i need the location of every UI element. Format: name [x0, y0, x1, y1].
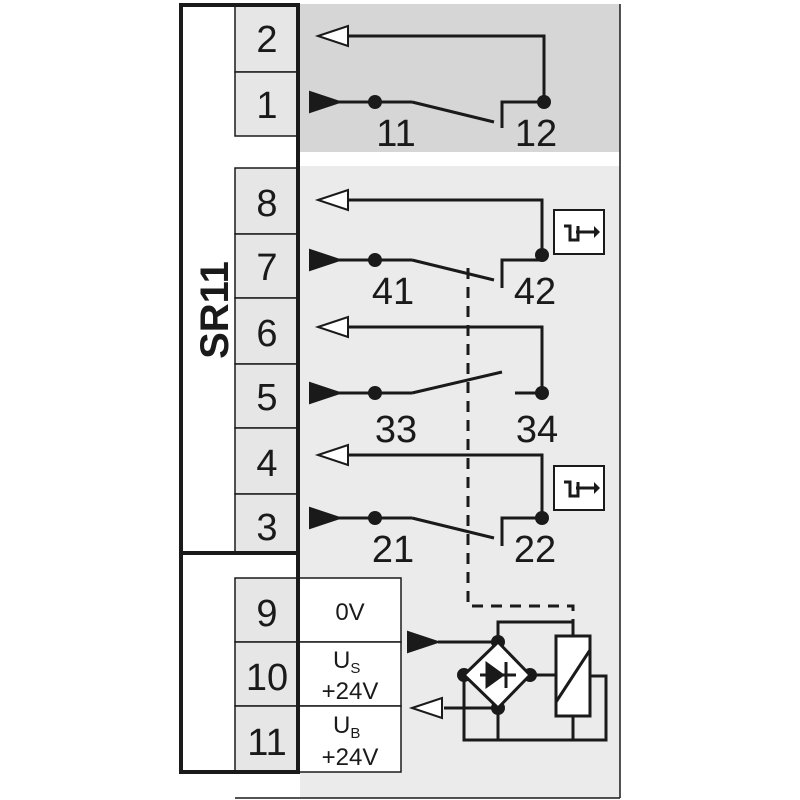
supply-module-frame: [179, 551, 300, 774]
contact-34-label: 34: [516, 409, 558, 451]
dot-34: [535, 386, 549, 400]
terminal-11-label: 11: [247, 722, 286, 764]
terminal-block-middle: [234, 167, 300, 555]
supply-0v-label: 0V: [335, 599, 364, 626]
contact-11-label: 11: [376, 113, 415, 155]
mechanical-link: [466, 268, 575, 622]
terminal-box-1: [234, 71, 300, 137]
contact-41-label: 41: [372, 271, 414, 313]
dot-41: [368, 253, 382, 267]
label-box-11: [298, 705, 402, 773]
arrow-terminal-6: [314, 315, 349, 339]
terminal-5-label: 5: [256, 377, 277, 419]
terminal-box-2: [234, 3, 300, 73]
contact-33-label: 33: [375, 409, 417, 451]
arrow-terminal-4: [314, 443, 349, 467]
supply-ub-voltage: +24V: [322, 744, 379, 771]
terminal-4-label: 4: [256, 443, 277, 485]
dot-21: [368, 511, 382, 525]
terminal-box-3: [234, 493, 300, 555]
dot-33: [368, 386, 382, 400]
contact-21-label: 21: [372, 529, 414, 571]
arrow-terminal-2: [314, 24, 349, 48]
upper-contact-panel: [300, 4, 620, 152]
supply-ub-label: UB: [333, 712, 360, 742]
arrow-terminal-3: [309, 506, 344, 530]
contact-stop-12: [500, 100, 544, 128]
switch-blade-41-42: [411, 258, 495, 282]
terminal-box-11: [234, 705, 300, 773]
wire-terminal-6: [348, 325, 544, 393]
arrow-terminal-7: [309, 248, 344, 272]
terminal-box-5: [234, 363, 300, 429]
dot-42: [535, 248, 549, 262]
arrow-terminal-1: [309, 90, 344, 114]
terminal-1-label: 1: [256, 85, 277, 127]
wire-terminal-2: [348, 34, 546, 102]
arrow-terminal-11: [408, 696, 443, 720]
contact-42-label: 42: [514, 271, 556, 313]
supply-us-label: US: [333, 647, 360, 677]
terminal-3-label: 3: [256, 507, 277, 549]
terminal-box-4: [234, 427, 300, 495]
terminal-2-label: 2: [256, 19, 277, 61]
contact-22-label: 22: [514, 529, 556, 571]
terminal-7-label: 7: [256, 247, 277, 289]
terminal-9-label: 9: [256, 593, 277, 635]
dot-22: [535, 511, 549, 525]
positive-opening-contact-icon: [553, 465, 605, 511]
contact-numbers: 11 12 41 42 33 34 21 22: [372, 113, 558, 571]
positive-opening-contact-icon: [553, 209, 605, 255]
coil-return-left: [462, 674, 608, 742]
bridge-to-coil-top: [496, 620, 575, 642]
output-arrows: [314, 24, 443, 720]
terminal-6-label: 6: [256, 313, 277, 355]
terminal-8-label: 8: [256, 183, 277, 225]
switch-blade-21-22: [411, 516, 495, 540]
contact-stop-42: [500, 258, 542, 288]
arrow-terminal-5: [309, 381, 344, 405]
module-label: SR11: [193, 261, 237, 359]
switch-blade-33-34: [411, 370, 503, 395]
dot-12: [537, 95, 551, 109]
arrow-terminal-8: [314, 188, 349, 212]
input-arrows: [309, 90, 442, 654]
terminal-block-upper: [234, 3, 300, 137]
terminal-numbers: 2 1 8 7 6 5 4 3 9 10 11: [246, 19, 288, 764]
terminal-10-label: 10: [246, 657, 288, 699]
supply-us-voltage: +24V: [322, 678, 379, 705]
relay-coil-icon: [554, 634, 592, 718]
wire-terminal-4: [348, 453, 544, 515]
arrow-terminal-10: [407, 630, 442, 654]
dot-11: [368, 95, 382, 109]
switch-blade-11-12: [411, 100, 495, 124]
wire-terminal-8: [348, 198, 544, 255]
rectifier-bridge-icon: [461, 639, 533, 711]
contact-stop-22: [500, 516, 542, 546]
terminal-block-supply: [234, 577, 402, 773]
contact-12-label: 12: [515, 113, 557, 155]
label-box-9: [298, 577, 402, 643]
